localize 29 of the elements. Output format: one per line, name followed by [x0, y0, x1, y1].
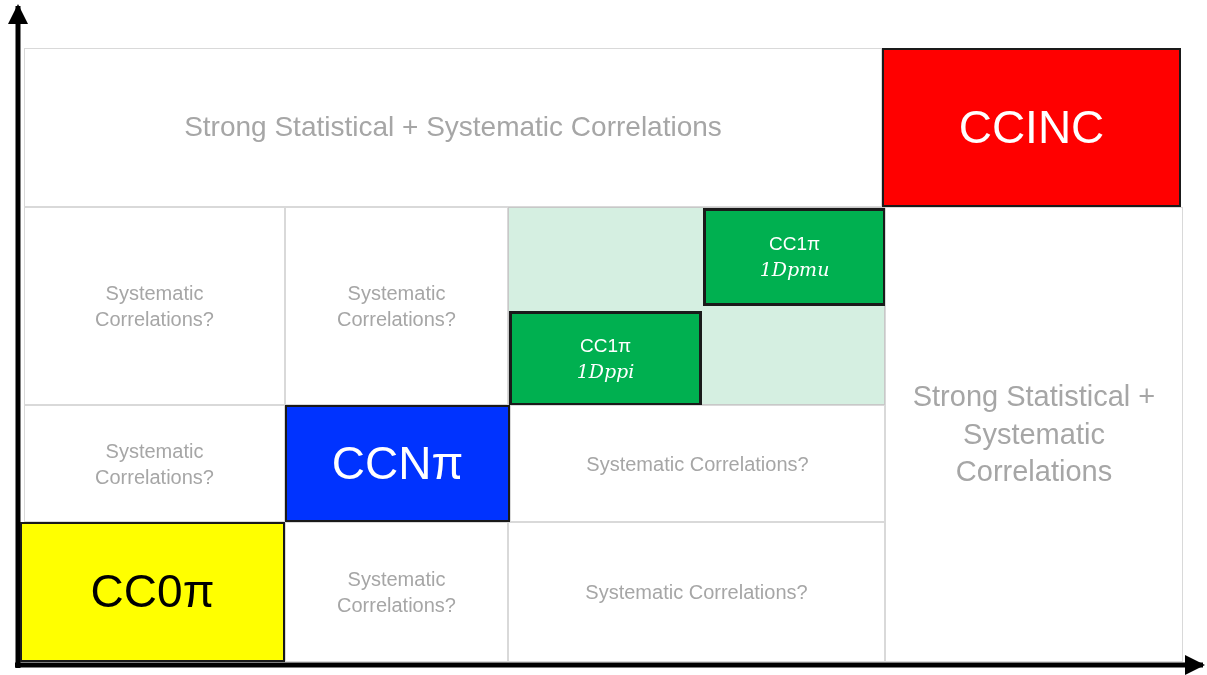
- category-label: Strong Statistical + Systematic Correlations: [183, 110, 723, 145]
- category-box: [882, 48, 1181, 207]
- category-label: Systematic Correlations?: [585, 451, 810, 477]
- category-label: Systematic Correlations?: [584, 580, 809, 605]
- category-label: Strong Statistical + Systematic Correlations: [911, 378, 1157, 490]
- label-cell: [24, 48, 882, 207]
- category-label: CC1π: [767, 232, 822, 257]
- label-cell: [24, 207, 285, 405]
- label-cell: [24, 405, 285, 522]
- category-label: Systematic Correlations?: [94, 438, 215, 490]
- category-box: [703, 208, 886, 306]
- category-label: CCINC: [957, 99, 1106, 155]
- label-cell: [510, 405, 885, 522]
- category-box: [20, 522, 285, 662]
- label-cell: [285, 207, 508, 405]
- category-box: [285, 405, 510, 522]
- category-label: CC0π: [89, 564, 216, 620]
- shaded-region: [508, 207, 885, 405]
- category-label: CCNπ: [330, 435, 465, 491]
- category-label: 1Dppi: [575, 358, 636, 384]
- category-label: Systematic Correlations?: [94, 281, 215, 332]
- label-cell: [285, 522, 508, 662]
- category-label: CC1π: [578, 333, 633, 358]
- category-label: Systematic Correlations?: [336, 281, 457, 332]
- category-label: Systematic Correlations?: [336, 567, 457, 618]
- category-label: 1Dpmu: [758, 257, 831, 282]
- label-cell: [885, 207, 1183, 662]
- category-box: [509, 311, 702, 406]
- label-cell: [508, 522, 885, 662]
